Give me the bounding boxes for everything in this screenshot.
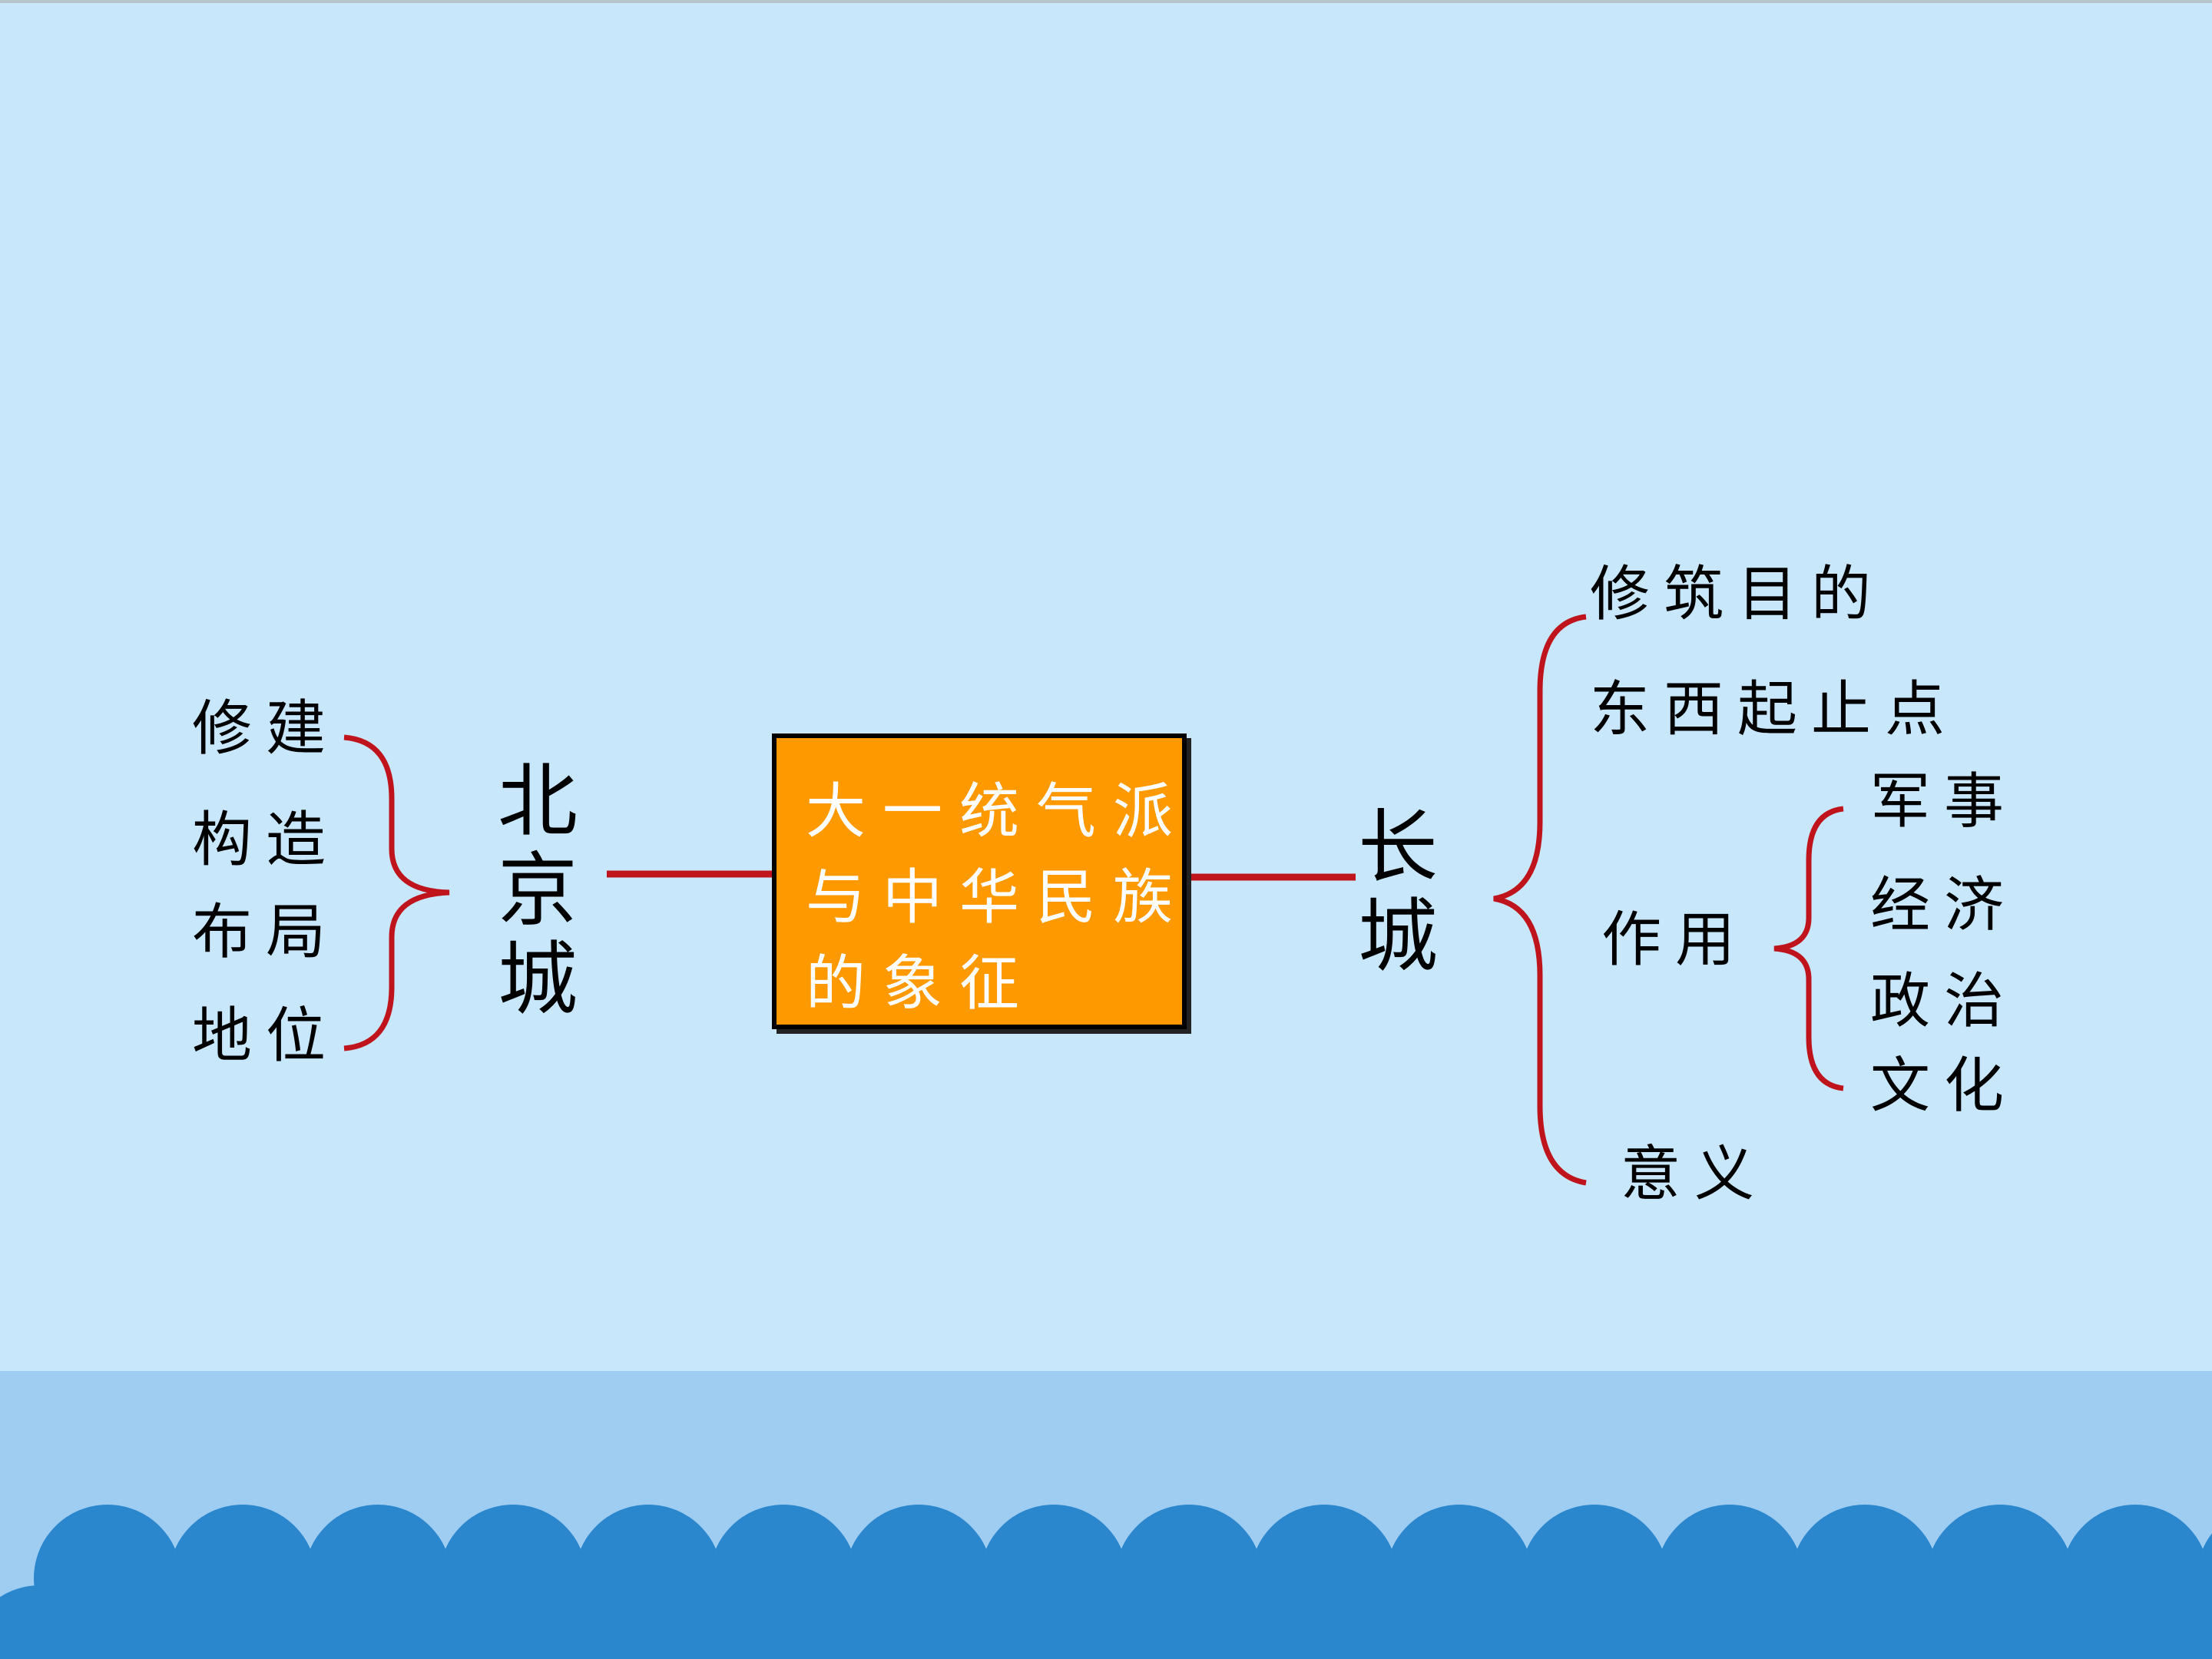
wave-scallop — [1453, 1585, 1601, 1659]
role-item-political: 政治 — [1870, 967, 2018, 1036]
role-item-military: 军事 — [1870, 767, 2018, 836]
wave-scallop — [642, 1585, 790, 1659]
wave-scallop — [237, 1585, 384, 1659]
wave-scallop — [2129, 1585, 2212, 1659]
wave-pattern — [0, 1505, 2212, 1659]
role-item-cultural: 文化 — [1870, 1051, 2018, 1121]
beijing-item-construction: 修建 — [192, 694, 340, 763]
wave-scallop — [101, 1585, 249, 1659]
central-concept-line-2: 与中华民族 — [806, 863, 1190, 932]
great-wall-item-role: 作用 — [1601, 906, 1750, 975]
top-edge — [0, 0, 2212, 3]
wave-scallop — [372, 1585, 519, 1659]
wave-row-bottom — [0, 1585, 2212, 1659]
wave-scallop — [912, 1585, 1060, 1659]
great-wall-item-significance: 意义 — [1621, 1140, 1769, 1209]
wave-scallop — [1588, 1585, 1736, 1659]
beijing-item-structure: 构造 — [192, 806, 340, 875]
wave-scallop — [1994, 1585, 2141, 1659]
brace-role — [1773, 806, 1844, 1091]
wave-scallop — [1048, 1585, 1195, 1659]
wave-scallop — [1859, 1585, 2006, 1659]
role-item-economic: 经济 — [1870, 871, 2018, 940]
great-wall-item-purpose: 修筑目的 — [1590, 560, 1886, 629]
beijing-item-status: 地位 — [192, 1002, 340, 1071]
wave-scallop — [777, 1585, 925, 1659]
brace-great-wall — [1493, 614, 1587, 1186]
central-concept-box: 大一统气派 与中华民族 的象征 — [772, 733, 1187, 1029]
great-wall-item-endpoints: 东西起止点 — [1590, 675, 1959, 744]
central-concept-line-1: 大一统气派 — [806, 777, 1190, 846]
great-wall-title: 长城 — [1357, 800, 1438, 983]
beijing-title: 北京城 — [497, 754, 578, 1026]
wave-scallop — [0, 1585, 114, 1659]
wave-scallop — [507, 1585, 654, 1659]
brace-beijing — [343, 734, 450, 1051]
central-concept-line-3: 的象征 — [806, 949, 1037, 1018]
wave-scallop — [1318, 1585, 1465, 1659]
beijing-item-layout: 布局 — [192, 898, 340, 967]
wave-scallop — [1183, 1585, 1330, 1659]
wave-scallop — [1724, 1585, 1871, 1659]
